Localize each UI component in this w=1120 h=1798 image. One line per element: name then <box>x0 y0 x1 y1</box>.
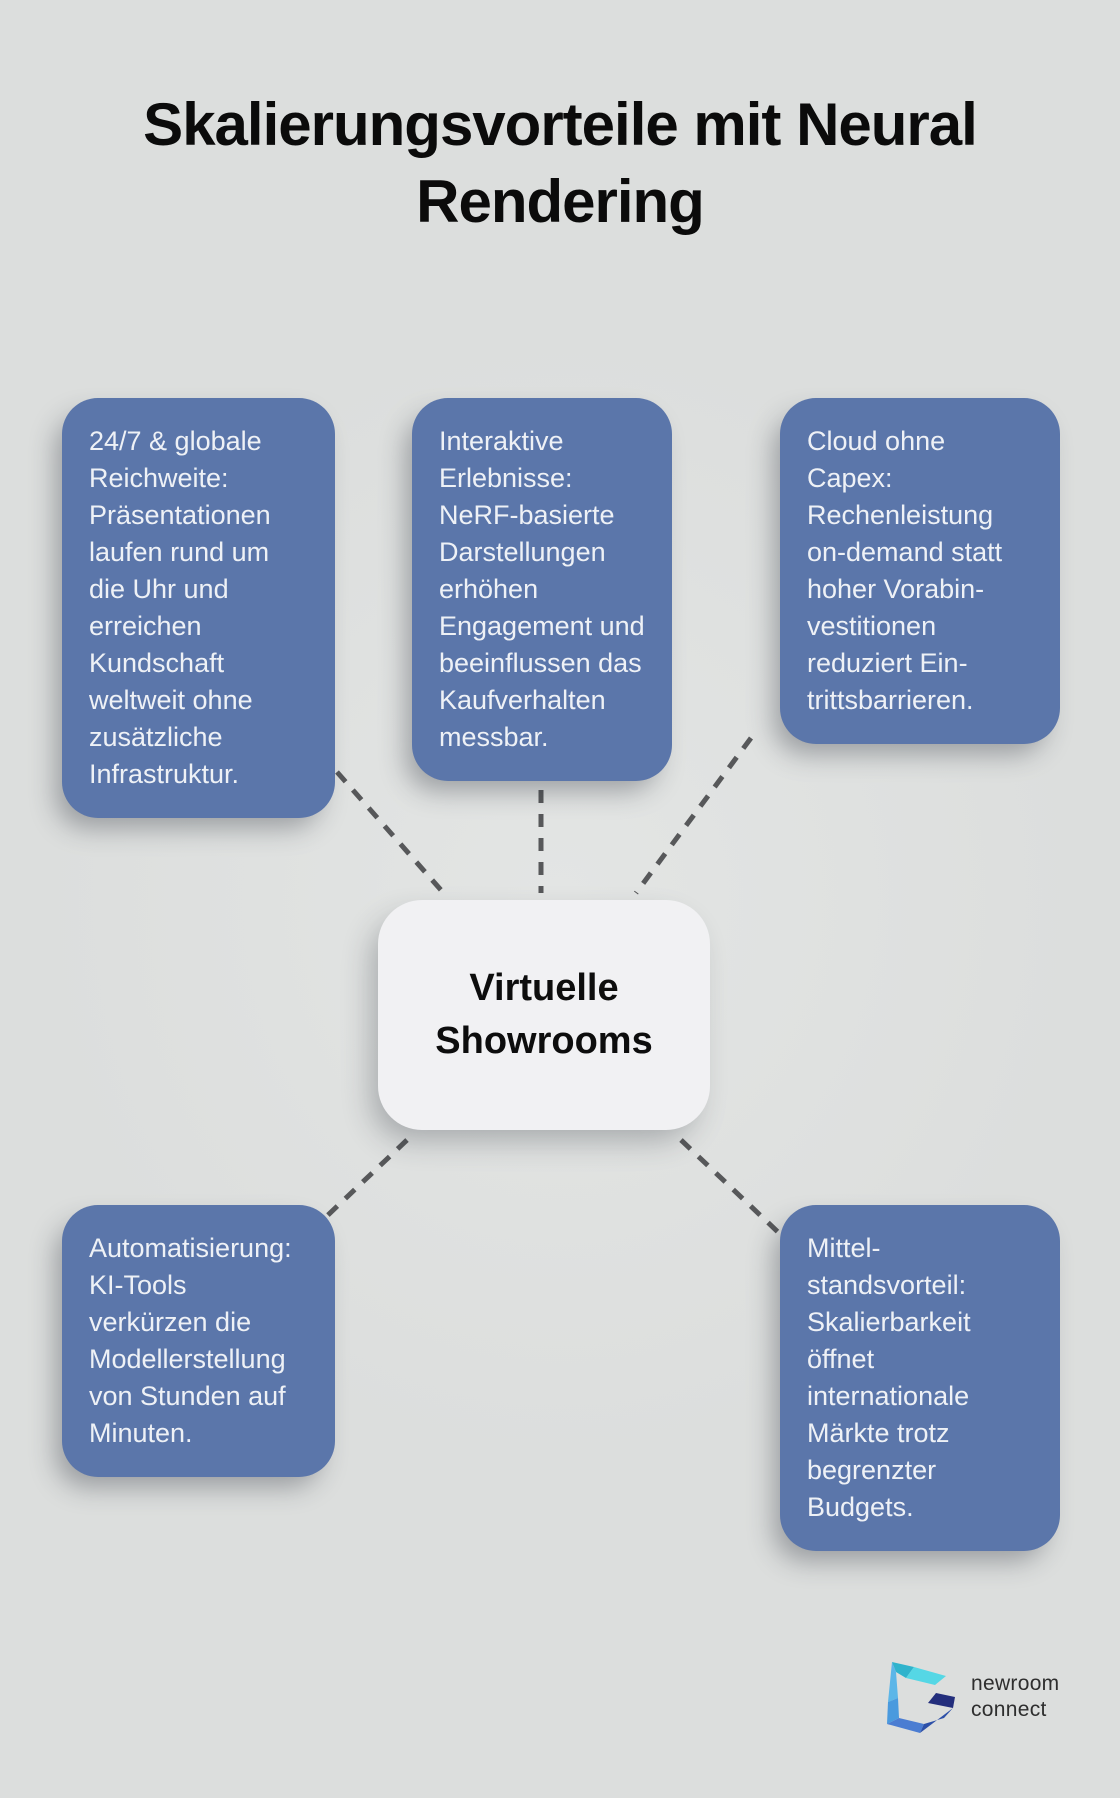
newroom-connect-logo-icon <box>887 1662 955 1733</box>
node-text: Cloud ohne Capex: Rechenleistung on-dema… <box>807 426 1003 715</box>
center-node-virtuelle-showrooms: Virtuelle Showrooms <box>378 900 710 1130</box>
connector-top-right <box>633 736 754 895</box>
node-automation: Automatisierung: KI-Tools verkürzen die … <box>62 1205 335 1477</box>
brand-logo: newroom connect <box>884 1658 1059 1734</box>
connector-top-left <box>335 770 450 900</box>
brand-name-line1: newroom <box>971 1672 1060 1695</box>
node-interactive-experiences: Interaktive Erlebnisse: NeRF-basierte Da… <box>412 398 672 781</box>
brand-logo-text: newroom connect <box>971 1671 1059 1723</box>
node-mittelstand-advantage: Mittel- standsvorteil: Skalierbarkeit öf… <box>780 1205 1060 1551</box>
brand-name-line2: connect <box>971 1698 1047 1721</box>
node-text: 24/7 & globale Reichweite: Präsentatione… <box>89 426 271 789</box>
node-cloud-no-capex: Cloud ohne Capex: Rechenleistung on-dema… <box>780 398 1060 744</box>
connector-bottom-right <box>679 1138 781 1235</box>
center-node-label: Virtuelle Showrooms <box>435 967 653 1062</box>
node-text: Mittel- standsvorteil: Skalierbarkeit öf… <box>807 1233 971 1522</box>
page-title: Skalierungsvorteile mit Neural Rendering <box>143 91 978 235</box>
node-global-reach: 24/7 & globale Reichweite: Präsentatione… <box>62 398 335 818</box>
node-text: Interaktive Erlebnisse: NeRF-basierte Da… <box>439 426 645 752</box>
node-text: Automatisierung: KI-Tools verkürzen die … <box>89 1233 292 1448</box>
